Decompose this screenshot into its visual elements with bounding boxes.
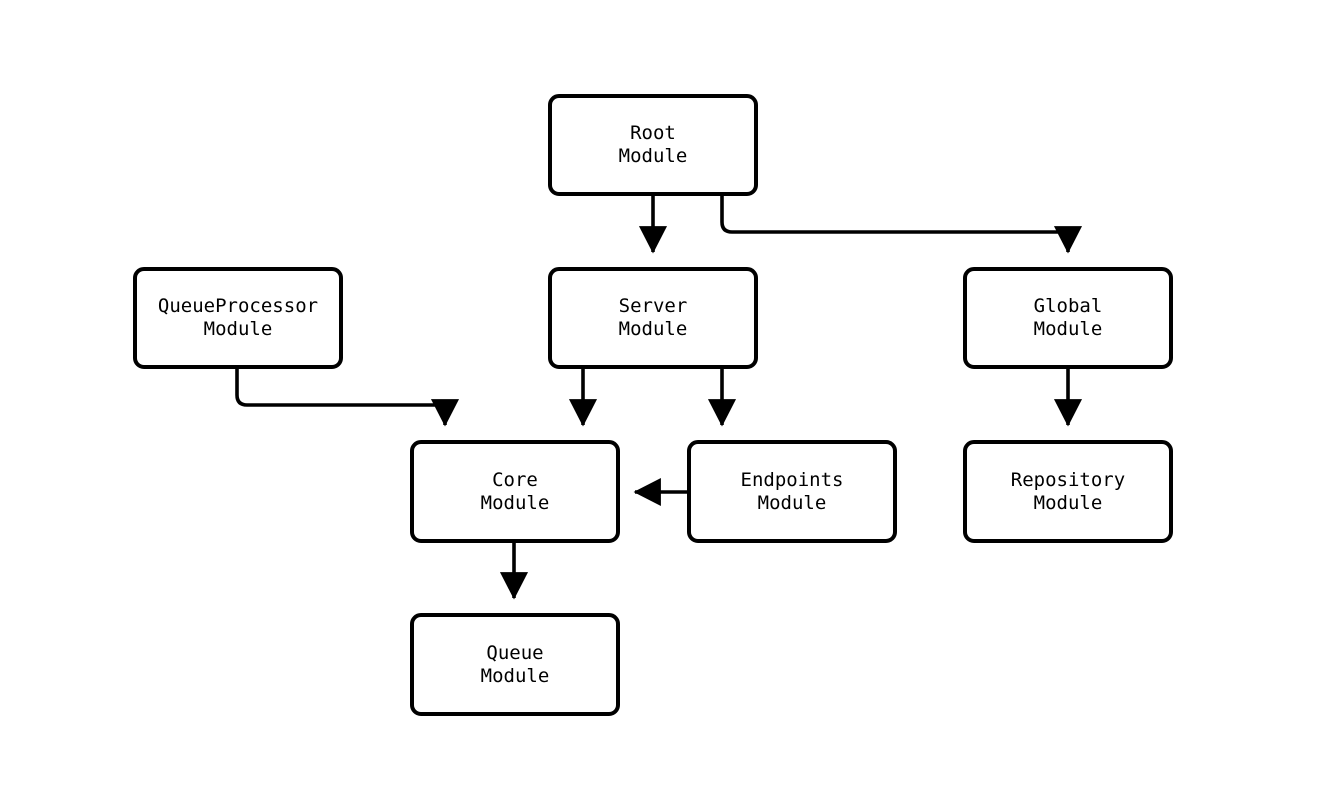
node-label-line2: Module (618, 145, 688, 167)
endpoints-module-node[interactable]: Endpoints Module (687, 440, 897, 543)
queueprocessor-module-node[interactable]: QueueProcessor Module (133, 267, 343, 369)
queue-module-node[interactable]: Queue Module (410, 613, 620, 716)
node-label-line1: Endpoints (740, 468, 844, 491)
node-label-line2: Module (618, 318, 688, 340)
core-module-node[interactable]: Core Module (410, 440, 620, 543)
node-label-line1: Global (1033, 295, 1103, 317)
node-label-line1: Queue (486, 641, 544, 664)
global-module-node[interactable]: Global Module (963, 267, 1173, 369)
node-label-line2: Module (1033, 318, 1103, 340)
root-module-node[interactable]: Root Module (548, 94, 758, 196)
node-label-line2: Module (480, 491, 550, 514)
node-label-line1: QueueProcessor (157, 295, 319, 317)
node-label-line2: Module (480, 664, 550, 687)
node-label-line1: Server (618, 295, 688, 317)
edge-queueprocessor-to-core (235, 369, 460, 427)
node-label-line1: Repository (1010, 468, 1126, 491)
node-label-line2: Module (1033, 491, 1103, 514)
repository-module-node[interactable]: Repository Module (963, 440, 1173, 543)
node-label-line1: Root (630, 122, 676, 144)
server-module-node[interactable]: Server Module (548, 267, 758, 369)
node-label-line1: Core (492, 468, 538, 491)
edge-root-to-global (720, 196, 1083, 254)
node-label-line2: Module (757, 491, 827, 514)
node-label-line2: Module (203, 318, 273, 340)
